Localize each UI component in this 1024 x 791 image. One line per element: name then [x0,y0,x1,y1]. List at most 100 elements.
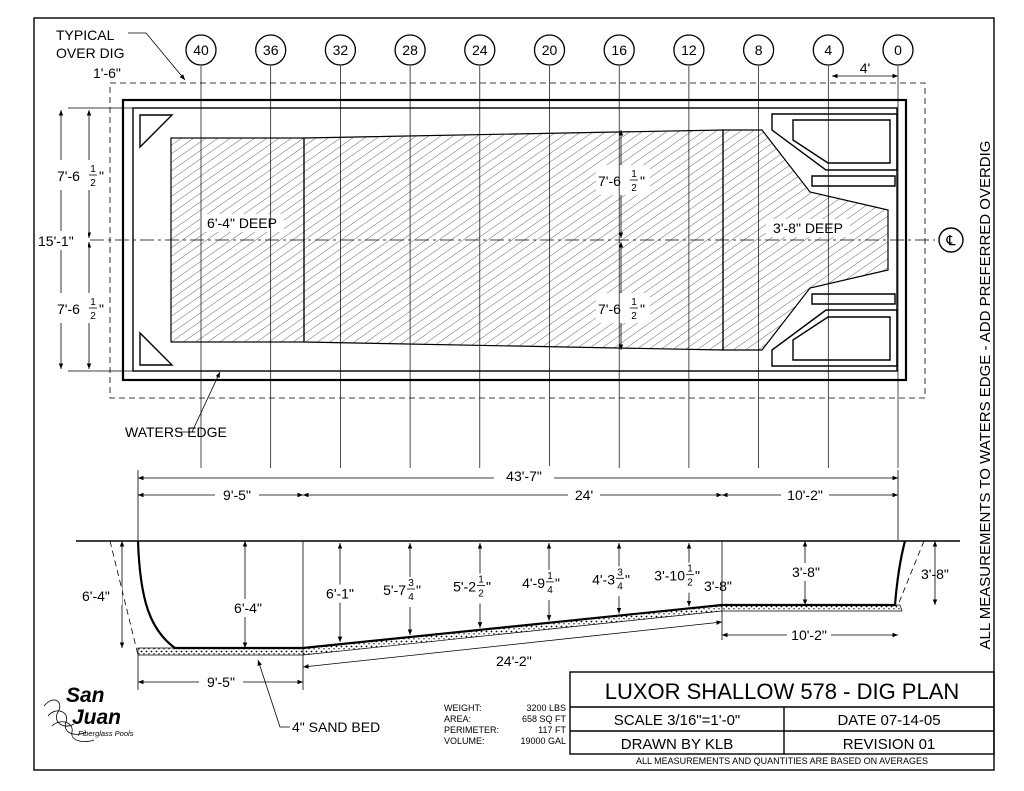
title-block: LUXOR SHALLOW 578 - DIG PLAN SCALE 3/16"… [569,671,995,766]
station-depth-label: 6'-1" [320,584,360,603]
svg-text:3: 3 [617,567,623,578]
svg-text:2: 2 [687,578,693,589]
svg-text:4: 4 [617,581,623,592]
svg-text:1: 1 [478,574,484,585]
svg-text:1: 1 [631,169,637,180]
station-label: 0 [894,42,902,58]
drawing-scale: SCALE 3/16"=1'-0" [614,712,741,729]
station-label: 36 [263,42,279,58]
waters-edge-label: WATERS EDGE [125,424,227,440]
svg-text:": " [695,568,700,584]
station-bubble [185,34,217,66]
station-bubble [812,34,844,66]
deep-floor-length: 9'-5" [207,674,235,690]
station-spacing-label: 4' [860,60,870,76]
station-bubble [255,34,287,66]
svg-text:": " [99,301,104,317]
drawing-title: LUXOR SHALLOW 578 - DIG PLAN [605,679,960,704]
svg-text:2: 2 [90,311,96,322]
svg-text:": " [416,582,421,598]
svg-text:1: 1 [547,571,553,582]
station-bubble [464,34,496,66]
svg-text:7'-6: 7'-6 [598,173,621,189]
shallow-end-floor [722,129,889,351]
svg-text:": " [640,173,645,189]
station-label: 20 [542,42,558,58]
svg-text:5'-2: 5'-2 [453,578,476,594]
svg-text:1: 1 [90,164,96,175]
deep-end-depth: 6'-4" [234,600,262,616]
deep-section-length: 9'-5" [223,487,251,503]
san-juan-logo: San Juan Fiberglass Pools [43,684,134,742]
break-point-depth: 3'-8" [704,578,732,594]
svg-text:3'-10: 3'-10 [654,568,685,584]
svg-text:4'-3: 4'-3 [592,571,615,587]
over-dig-outline [109,82,926,399]
logo-word-2: Juan [72,706,121,729]
station-label: 28 [402,42,418,58]
half-width-label-left-bottom: 7'-6 1 2 " [56,293,108,323]
over-dig-dimension: 1'-6" [93,65,121,81]
station-label: 40 [193,42,209,58]
centerline-marker [938,227,964,253]
station-bubble [882,34,914,66]
svg-text:3: 3 [408,578,414,589]
typical-over-dig-label-1: TYPICAL [56,27,115,43]
spec-value: 3200 LBS [526,703,566,713]
sloped-floor-length: 24'-2" [496,653,532,669]
spec-label: AREA: [444,714,471,724]
corner-seat-top [139,114,174,149]
spec-value: 117 FT [538,725,566,735]
svg-text:2: 2 [478,588,484,599]
svg-text:2: 2 [631,183,637,194]
svg-text:1: 1 [90,297,96,308]
svg-text:": " [625,571,630,587]
svg-text:7'-6: 7'-6 [57,301,80,317]
svg-text:": " [99,168,104,184]
spec-label: WEIGHT: [444,703,482,713]
deep-end-label: 6'-4" DEEP [207,215,277,231]
svg-text:4: 4 [408,592,414,603]
side-note: ALL MEASUREMENTS TO WATERS EDGE - ADD PR… [977,141,994,650]
station-bubble [742,34,775,66]
sand-bed-leader [257,659,290,728]
sand-bed-label: 4" SAND BED [292,719,380,735]
drawing-date: DATE 07-14-05 [837,712,940,729]
station-label: 16 [611,42,627,58]
svg-text:2: 2 [90,178,96,189]
svg-text:7'-6: 7'-6 [598,301,621,317]
logo-tagline: Fiberglass Pools [78,729,134,738]
centerline-symbol: ℄ [946,232,956,248]
corner-seat-bottom [139,331,174,366]
shallow-section-length: 10'-2" [787,487,823,503]
entry-steps [771,113,898,367]
station-label: 4 [824,42,832,58]
half-width-label-center-top: 7'-6 1 2 " [596,165,650,195]
shallow-end-depth: 3'-8" [792,564,820,580]
revision: REVISION 01 [843,736,936,753]
outer-depth-right: 3'-8" [921,566,949,582]
svg-text:": " [486,578,491,594]
svg-text:5'-7: 5'-7 [383,582,406,598]
station-bubble [533,34,566,66]
waters-edge-leader [176,371,221,433]
station-bubble [394,34,426,66]
pool-width-label: 15'-1" [38,233,74,249]
svg-text:": " [555,575,560,591]
waters-edge-outline [132,107,898,372]
typical-over-dig-label-2: OVER DIG [56,45,124,61]
half-width-label-center-bottom: 7'-6 1 2 " [596,293,650,323]
logo-word-1: San [66,684,105,707]
half-width-label-left-top: 7'-6 1 2 " [56,160,108,190]
shallow-floor-length: 10'-2" [791,627,827,643]
spec-value: 19000 GAL [520,736,566,746]
station-bubble [324,34,357,66]
station-bubble [603,34,635,66]
